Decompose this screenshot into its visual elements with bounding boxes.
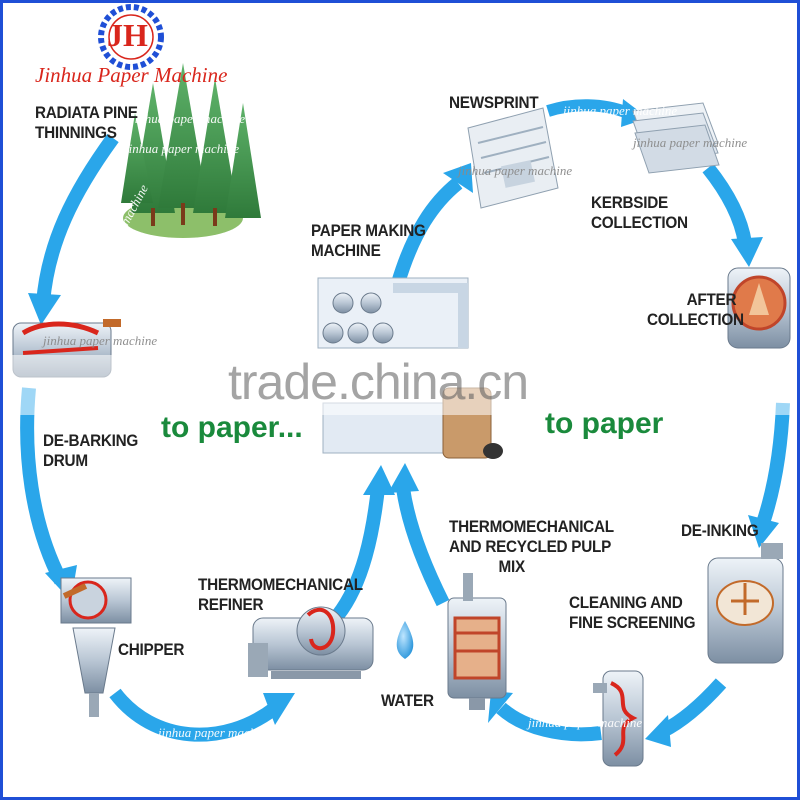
- newsprint-illustration: [467, 107, 559, 209]
- arrow-cleaning-to-mix: [496, 702, 602, 742]
- deinking-tank-illustration: [707, 543, 784, 664]
- kerbside-stack-illustration: [632, 102, 720, 174]
- label-radiata-pine: RADIATA PINE THINNINGS: [35, 103, 138, 142]
- watermark-text: jinhua paper machine: [633, 135, 748, 150]
- label-after-collection: AFTER COLLECTION: [647, 290, 744, 329]
- arrowhead: [443, 163, 473, 193]
- arrow-drum-to-chipper: [20, 387, 68, 585]
- watermark-text: jinhua paper machine: [458, 163, 573, 178]
- label-refiner: THERMOMECHANICAL REFINER: [198, 575, 363, 614]
- logo-gear-icon: [98, 4, 164, 70]
- watermark-text: jinhua paper machine: [43, 333, 158, 348]
- label-water: WATER: [381, 691, 434, 710]
- arrow-kerbside-to-after: [702, 163, 752, 245]
- label-kerbside-collection: KERBSIDE COLLECTION: [591, 193, 688, 232]
- arrow-chipper-to-refiner: [109, 688, 280, 742]
- arrowhead: [388, 463, 419, 493]
- arrow-paper-to-newsprint: [391, 177, 463, 286]
- watermark-text: jinhua paper machine: [528, 715, 643, 730]
- pulp-mix-tank-illustration: [447, 573, 507, 710]
- arrowhead: [363, 465, 395, 495]
- arrowhead: [645, 715, 671, 747]
- logo-mark: JH: [107, 17, 148, 53]
- label-paper-machine: PAPER MAKING MACHINE: [311, 221, 426, 260]
- arrow-mix-to-paper: [396, 486, 450, 607]
- arrow-newsprint-to-kerbside: [546, 99, 631, 119]
- label-pulp-mix: THERMOMECHANICAL AND RECYCLED PULP MIX: [449, 517, 614, 576]
- watermark-text: jinhua paper machine: [563, 103, 678, 118]
- arrowhead: [263, 693, 295, 725]
- brand-name: Jinhua Paper Machine: [35, 63, 228, 87]
- label-chipper: CHIPPER: [118, 640, 185, 659]
- watermark-text: jinhua paper machine: [158, 725, 273, 740]
- arrow-refiner-to-paper: [332, 487, 385, 620]
- watermark-text: jinhua paper machine: [131, 111, 246, 126]
- watermark-text: jinhua paper machine: [125, 141, 240, 156]
- water-drop-icon: [396, 621, 414, 659]
- arrowhead: [28, 293, 61, 325]
- arrowhead: [488, 691, 513, 723]
- tagline-left: to paper...: [161, 411, 303, 444]
- cleaning-screen-illustration: [593, 670, 644, 767]
- refiner-illustration: [248, 606, 374, 679]
- watermark-band: [3, 355, 797, 415]
- site-watermark: trade.china.cn: [228, 354, 529, 410]
- pine-forest-illustration: [121, 63, 261, 238]
- arrow-deinking-to-cleaning: [659, 678, 727, 738]
- label-debarking-drum: DE-BARKING DRUM: [43, 431, 139, 470]
- arrowhead: [748, 515, 779, 548]
- label-newsprint: NEWSPRINT: [449, 93, 539, 112]
- arrow-trees-to-drum: [36, 133, 119, 304]
- chipper-illustration: [60, 577, 132, 717]
- label-cleaning-screening: CLEANING AND FINE SCREENING: [569, 593, 696, 632]
- tagline-right: to paper: [545, 407, 664, 440]
- arrowhead: [731, 237, 763, 267]
- label-de-inking: DE-INKING: [681, 521, 759, 540]
- pulper-illustration: [727, 267, 791, 349]
- arrow-after-to-deinking: [756, 402, 790, 526]
